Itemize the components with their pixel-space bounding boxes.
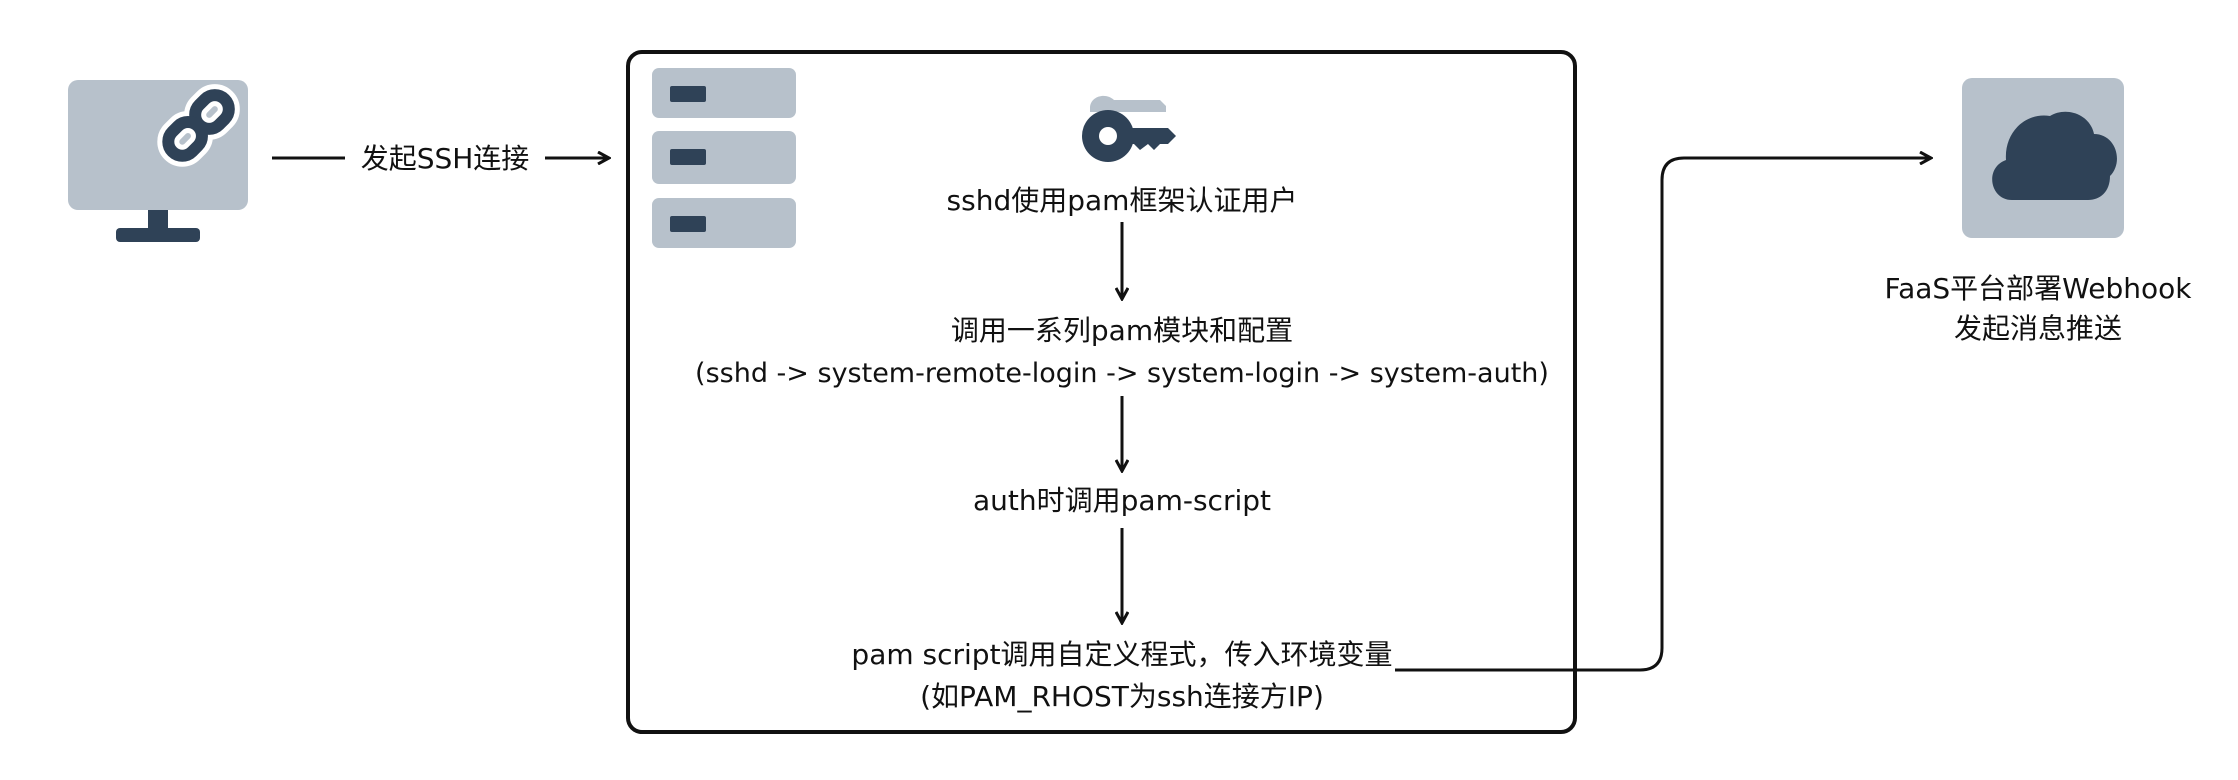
- monitor-link-icon: [68, 80, 248, 242]
- key-icon: [1082, 95, 1176, 162]
- server-frame: [626, 50, 1577, 734]
- cloud-icon: [1962, 78, 2124, 238]
- server-rack-icon: [652, 68, 796, 248]
- step-2-line-2: (sshd -> system-remote-login -> system-l…: [695, 358, 1549, 389]
- step-1-line-1: sshd使用pam框架认证用户: [947, 184, 1298, 217]
- step-4-line-2: (如PAM_RHOST为ssh连接方IP): [920, 680, 1324, 713]
- step-3-line-1: auth时调用pam-script: [973, 484, 1271, 517]
- faas-label-line-1: FaaS平台部署Webhook: [1885, 272, 2193, 305]
- step-4-line-1: pam script调用自定义程式，传入环境变量: [851, 638, 1392, 671]
- faas-label-line-2: 发起消息推送: [1954, 312, 2122, 345]
- step-2-line-1: 调用一系列pam模块和配置: [951, 314, 1293, 347]
- ssh-connect-label: 发起SSH连接: [361, 142, 530, 175]
- webhook-connector-arrow: [1395, 158, 1930, 672]
